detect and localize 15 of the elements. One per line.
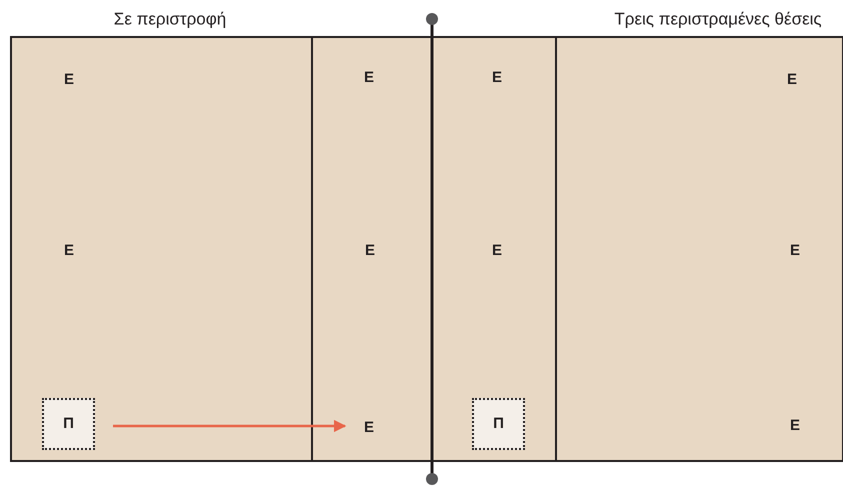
player-letter: Ε <box>492 240 502 261</box>
player-letter: Ε <box>790 240 800 261</box>
player-letter: Ε <box>365 240 375 261</box>
player-letter: Ε <box>345 414 393 442</box>
arrow <box>113 420 346 432</box>
player-letter: Ε <box>492 68 502 88</box>
zone-heading: Σε περιστροφή <box>114 8 226 30</box>
player-letter: Ε <box>787 70 797 90</box>
player-marker: Π <box>472 398 525 450</box>
player-letter: Ε <box>64 70 74 90</box>
zone-heading: Τρεις περιστραμένες θέσεις <box>614 8 822 30</box>
player-letter: Ε <box>790 416 800 436</box>
player-letter: Ε <box>64 240 74 261</box>
player-letter: Ε <box>364 68 374 88</box>
player-marker: Π <box>42 398 95 450</box>
